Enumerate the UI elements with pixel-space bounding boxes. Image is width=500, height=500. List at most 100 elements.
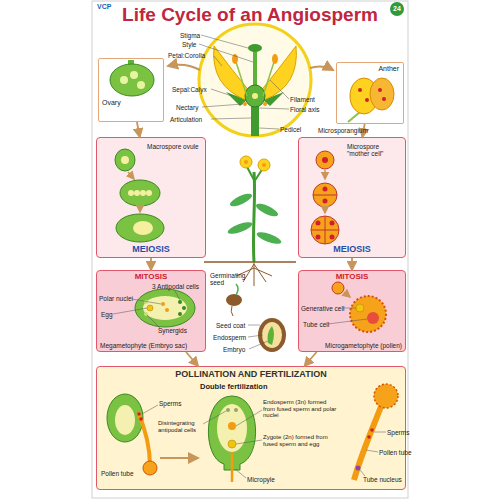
- part-label: Zygote (2n) formed from fused sperm and …: [263, 434, 339, 447]
- flow-arrow: [351, 258, 353, 270]
- flower-ovary: [245, 85, 265, 107]
- anther-lobe: [370, 78, 394, 110]
- antipodal-cell: [234, 408, 238, 412]
- plant-stem: [253, 172, 254, 262]
- plant-flower: [240, 156, 252, 168]
- megaspore-mother-cell: [121, 156, 129, 164]
- embryo-sac: [217, 404, 247, 452]
- page-badge: [390, 2, 404, 16]
- leader-line: [175, 291, 180, 300]
- ovule: [252, 93, 258, 99]
- process-arrow: [139, 207, 141, 212]
- pistil: [107, 394, 143, 442]
- leader-line: [132, 299, 161, 304]
- box-text: MEIOSIS: [97, 245, 205, 255]
- sperm: [367, 435, 371, 439]
- leaf: [255, 230, 282, 246]
- synergid: [144, 300, 148, 304]
- part-label: Endosperm: [213, 334, 246, 341]
- process-arrow: [324, 170, 326, 179]
- anther: [272, 54, 278, 64]
- radicle: [231, 306, 233, 316]
- poster-mark: 24: [393, 5, 401, 13]
- pollen-sac: [382, 97, 386, 101]
- nucleus: [316, 221, 321, 226]
- leader-line: [199, 44, 253, 62]
- antipodal-cell: [182, 306, 186, 310]
- megaspore: [146, 190, 152, 196]
- tube-nucleus: [356, 466, 361, 471]
- pedicel: [251, 104, 259, 136]
- sperm: [370, 428, 374, 432]
- root: [254, 268, 272, 276]
- ovary-drawing: [110, 64, 154, 96]
- endosperm: [262, 322, 282, 348]
- mother-cell: [316, 151, 334, 169]
- part-label: Double fertilization: [200, 383, 268, 391]
- process-arrow: [168, 65, 200, 70]
- style: [253, 50, 257, 88]
- part-label: Micropyle: [247, 476, 275, 483]
- leader-line: [201, 35, 248, 48]
- part-label: Seed coat: [216, 322, 245, 329]
- ovule: [115, 405, 135, 435]
- leader-line: [211, 89, 232, 96]
- poster-mark: VCP: [97, 3, 111, 11]
- nucleus: [322, 157, 328, 163]
- poster-frame: [92, 1, 408, 498]
- part-label: Sepal:Calyx: [172, 86, 207, 93]
- root: [254, 262, 255, 286]
- pollen-sac: [358, 88, 362, 92]
- leaf: [254, 201, 279, 218]
- leader-line: [202, 104, 243, 107]
- leader-lines: [199, 35, 289, 129]
- nucleus: [323, 187, 328, 192]
- petal: [260, 46, 296, 100]
- part-label: Tube cell: [303, 321, 329, 328]
- nectary: [243, 102, 247, 106]
- part-label: Polar nuclei: [99, 295, 133, 302]
- part-label: Pollen tube: [101, 470, 134, 477]
- sperm: [139, 417, 143, 421]
- nucleus: [323, 199, 328, 204]
- pollen-tube: [231, 452, 234, 482]
- sperm: [137, 412, 141, 416]
- megaspore: [128, 190, 134, 196]
- flower-centre: [244, 160, 248, 164]
- flow-arrow: [305, 352, 317, 366]
- antipodal-cell: [226, 408, 230, 412]
- embryo: [268, 326, 275, 345]
- flower-centre: [262, 163, 266, 167]
- part-label: Sperms: [387, 429, 409, 436]
- part-label: Disintegrating antipodal cells: [158, 420, 203, 433]
- box-heading: Microspore "mother cell": [347, 143, 403, 157]
- sprout: [236, 284, 238, 295]
- part-label: 3 Antipodal cells: [152, 283, 199, 290]
- nucleus: [330, 235, 335, 240]
- endosperm-nucleus: [228, 422, 236, 430]
- part-label: Style: [182, 41, 196, 48]
- zygote: [228, 440, 236, 448]
- germinating-seed: [226, 294, 242, 306]
- flow-arrow: [186, 352, 198, 366]
- box-text: MEIOSIS: [299, 245, 405, 255]
- ovule-stage: [116, 214, 164, 242]
- nectary: [263, 102, 267, 106]
- leader-line: [211, 118, 251, 119]
- embryo-sac-ovule: [135, 289, 195, 327]
- part-label: Petal:Corolla: [168, 52, 205, 59]
- cell-wall: [325, 216, 326, 244]
- tube-cell-nucleus: [367, 312, 379, 324]
- leader-line: [270, 80, 289, 99]
- part-label: Pollen tube: [379, 449, 412, 456]
- leader-line: [248, 325, 260, 326]
- nucleus: [330, 221, 335, 226]
- dividing-cell: [313, 183, 337, 207]
- box-heading: Anther: [378, 65, 399, 73]
- part-label: Tube nucleus: [363, 476, 402, 483]
- part-label: Floral axis: [290, 106, 320, 113]
- process-arrow: [310, 66, 333, 70]
- part-label: Generative cell: [301, 305, 344, 312]
- part-label: Filament: [290, 96, 315, 103]
- flower-ring: [199, 24, 311, 136]
